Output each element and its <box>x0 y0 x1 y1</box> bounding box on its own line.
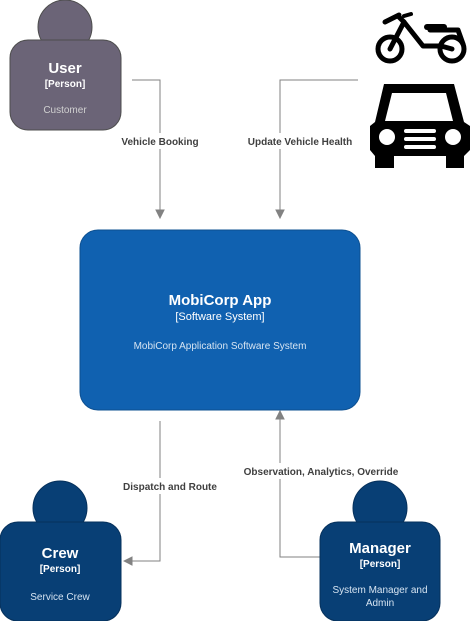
manager-description-line-2: Admin <box>366 598 394 609</box>
edge-dispatch-and-route <box>124 421 161 561</box>
crew-person: Crew [Person] Service Crew <box>0 480 122 621</box>
user-description: Customer <box>43 105 87 116</box>
system-description: MobiCorp Application Software System <box>134 341 307 352</box>
edge-label-vehicle-booking: Vehicle Booking <box>121 137 198 148</box>
manager-type: [Person] <box>360 559 401 570</box>
car-icon <box>370 84 470 168</box>
crew-name: Crew <box>42 545 79 562</box>
edge-vehicle-booking <box>132 79 160 218</box>
user-body <box>9 39 122 131</box>
edge-label-dispatch-and-route: Dispatch and Route <box>123 482 217 493</box>
manager-body <box>319 521 441 621</box>
scooter-icon <box>375 12 467 64</box>
user-name: User <box>48 60 82 77</box>
edge-update-vehicle-health <box>280 79 358 218</box>
manager-name: Manager <box>349 540 411 557</box>
crew-description: Service Crew <box>30 592 90 603</box>
edge-observation <box>280 411 320 558</box>
crew-type: [Person] <box>40 564 81 575</box>
system-name: MobiCorp App <box>169 292 272 309</box>
system-type: [Software System] <box>175 311 264 323</box>
user-person: User [Person] Customer <box>9 0 122 131</box>
manager-person: Manager [Person] System Manager and Admi… <box>319 480 441 621</box>
edge-label-update-vehicle-health: Update Vehicle Health <box>248 137 352 148</box>
manager-description-line-1: System Manager and <box>332 585 427 596</box>
user-type: [Person] <box>45 79 86 90</box>
system-box <box>79 229 361 411</box>
mobicorp-app-system: MobiCorp App [Software System] MobiCorp … <box>79 229 361 411</box>
edge-label-observation: Observation, Analytics, Override <box>244 467 399 478</box>
crew-body <box>0 521 122 621</box>
